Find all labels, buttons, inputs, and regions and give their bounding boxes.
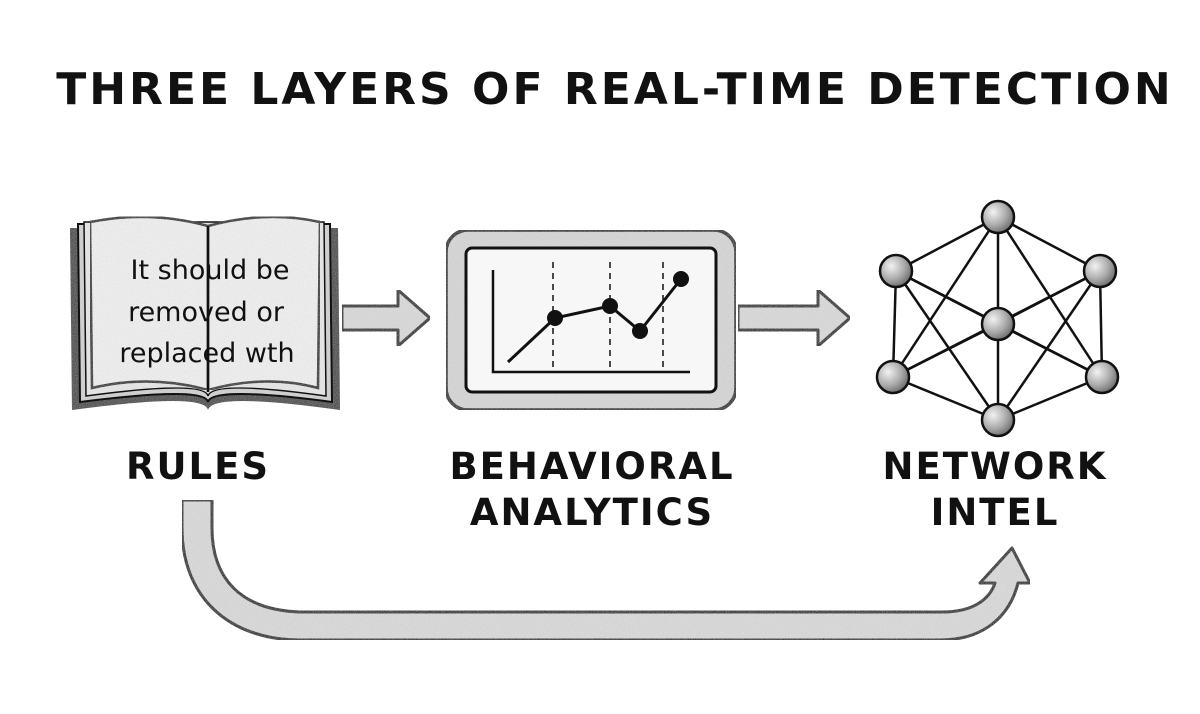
arrow-rules-to-behavioral — [340, 288, 432, 348]
stage-label-analytics: ANALYTICS — [470, 491, 714, 534]
open-book-icon — [70, 215, 340, 410]
stage-label-rules: RULES — [126, 445, 270, 488]
stage-label-behavioral: BEHAVIORAL — [449, 445, 734, 488]
stage-label-intel: INTEL — [931, 491, 1060, 534]
arrow-behavioral-to-network — [736, 288, 852, 348]
book-text-line: removed or — [128, 297, 285, 328]
stage-label-network: NETWORK — [883, 445, 1108, 488]
diagram-title: THREE LAYERS OF REAL-TIME DETECTION — [56, 64, 1174, 115]
line-chart-monitor-icon — [444, 228, 738, 412]
arrow-rules-to-network — [180, 498, 1032, 642]
network-graph-icon — [875, 199, 1120, 438]
book-text-line: replaced wth — [119, 338, 294, 369]
book-text-line: It should be — [131, 255, 290, 286]
